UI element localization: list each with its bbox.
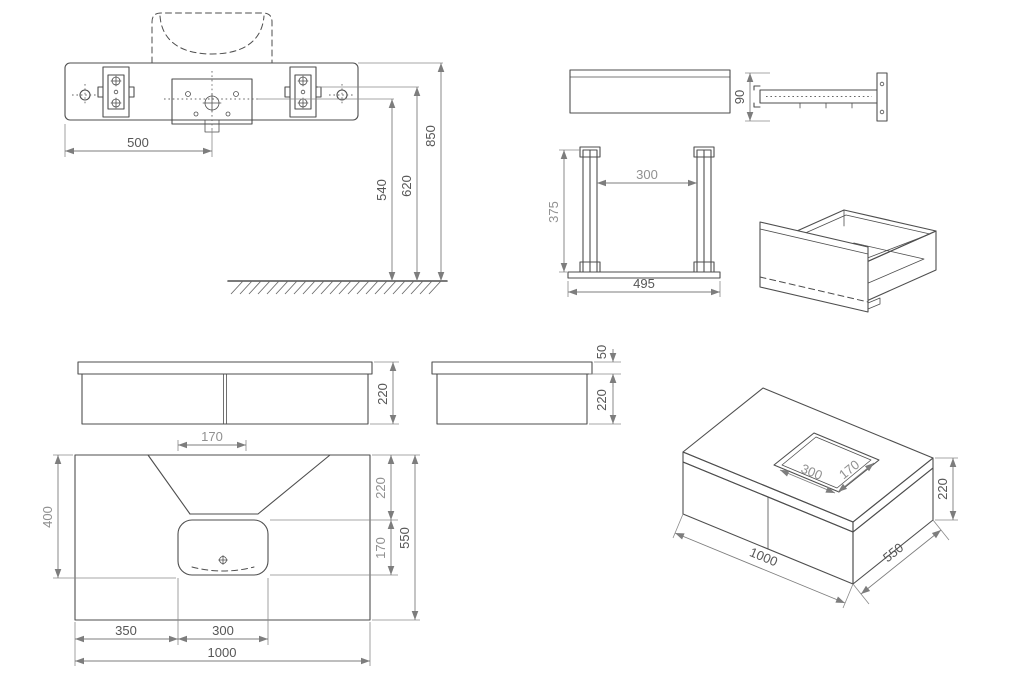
plan-outline: [74, 454, 371, 621]
drawer-slide-bracket: [867, 297, 881, 310]
dim-label-1000: 1000: [208, 645, 237, 660]
dim-line-iso-170: [837, 462, 875, 493]
dim-label-plan-170-right: 170: [373, 537, 388, 559]
rail-end-holes: [79, 89, 348, 101]
washbasin-hidden-outline: [151, 12, 273, 64]
rail-top-view: [569, 69, 731, 114]
installation-view: 500 540 620 850: [64, 12, 448, 295]
frame-extension-lines: [559, 149, 721, 297]
drawer-slide-hidden-line: [759, 276, 869, 303]
washbasin-bowl-hidden-outline: [159, 15, 265, 55]
dim-label-iso-170: 170: [836, 457, 862, 482]
cabinet-iso-view: 300 170 1000 550 220: [672, 387, 958, 609]
drawer-front-panel: [759, 221, 869, 313]
dim-line-iso-550: [860, 529, 942, 595]
dim-label-90: 90: [732, 90, 747, 104]
drawer-iso-view: [759, 209, 937, 313]
dim-label-iso-1000: 1000: [747, 544, 779, 569]
left-mounting-bracket: [97, 66, 135, 118]
iso-basin-cutout-outer: [773, 432, 880, 493]
dim-label-iso-220: 220: [935, 478, 950, 500]
rail-arm-profile: [753, 85, 878, 108]
wall-rail-outline: [64, 62, 359, 121]
dim-label-375: 375: [546, 201, 561, 223]
iso-countertop-right-edge: [852, 457, 934, 533]
drawer-box-inner-rim: [775, 214, 931, 263]
cabinet-body-side: [436, 373, 588, 425]
frame-view: 300 375 495: [546, 146, 721, 297]
dim-label-400: 400: [40, 506, 55, 528]
drawer-right-wall: [861, 230, 937, 304]
wall-plate-holes: [879, 81, 885, 115]
frame-rail-fittings: [579, 146, 715, 273]
cabinet-front-view: 220: [77, 361, 399, 425]
rail-top-outline: [569, 69, 731, 114]
dim-line-iso-1000: [674, 532, 846, 604]
right-bracket-screws: [297, 75, 309, 109]
cabinet-body-front: [81, 373, 369, 425]
dim-label-50: 50: [594, 345, 609, 359]
dim-label-540: 540: [374, 179, 389, 201]
dim-label-plan-170-top: 170: [201, 429, 223, 444]
rail-side-view: 90: [732, 72, 888, 122]
dim-label-plan-220: 220: [373, 477, 388, 499]
drawer-front-panel-top-edge: [759, 228, 869, 255]
basin-cutout-taper: [147, 454, 331, 515]
dim-label-300: 300: [636, 167, 658, 182]
dim-label-500: 500: [127, 135, 149, 150]
iso-countertop-top-face: [682, 387, 934, 523]
cabinet-plan-view: 170 400 220 170 550 350 300 1000: [40, 429, 420, 666]
dim-label-550: 550: [397, 527, 412, 549]
cabinet-side-view: 50 220: [431, 345, 621, 425]
rail-side-extension-lines: [745, 72, 770, 122]
dim-label-front-220: 220: [375, 383, 390, 405]
dim-label-side-220: 220: [594, 389, 609, 411]
bowl-bottom-hidden-line: [191, 566, 255, 572]
wall-plate: [876, 72, 888, 122]
plan-extension-lines: [53, 440, 420, 666]
dim-label-620: 620: [399, 175, 414, 197]
dim-label-495: 495: [633, 276, 655, 291]
drill-template-holes: [185, 91, 239, 117]
basin-bowl-plan: [177, 519, 269, 576]
dim-label-850: 850: [423, 125, 438, 147]
dim-label-plan-300: 300: [212, 623, 234, 638]
drawer-front-divider: [223, 373, 227, 425]
countertop-side: [431, 361, 593, 375]
dim-label-350: 350: [115, 623, 137, 638]
right-mounting-bracket: [284, 66, 322, 118]
iso-body-right-face: [852, 467, 934, 585]
iso-basin-cutout-inner: [781, 436, 872, 489]
left-bracket-screws: [110, 75, 122, 109]
floor-hatching: [230, 280, 442, 295]
template-centerlines: [164, 71, 258, 133]
countertop-front: [77, 361, 373, 375]
drain-hole: [218, 555, 228, 565]
installation-extension-lines: [64, 62, 443, 157]
frame-base-plate: [567, 271, 721, 279]
rail-arm-ticks: [799, 102, 853, 109]
dim-line-iso-300: [779, 469, 836, 494]
